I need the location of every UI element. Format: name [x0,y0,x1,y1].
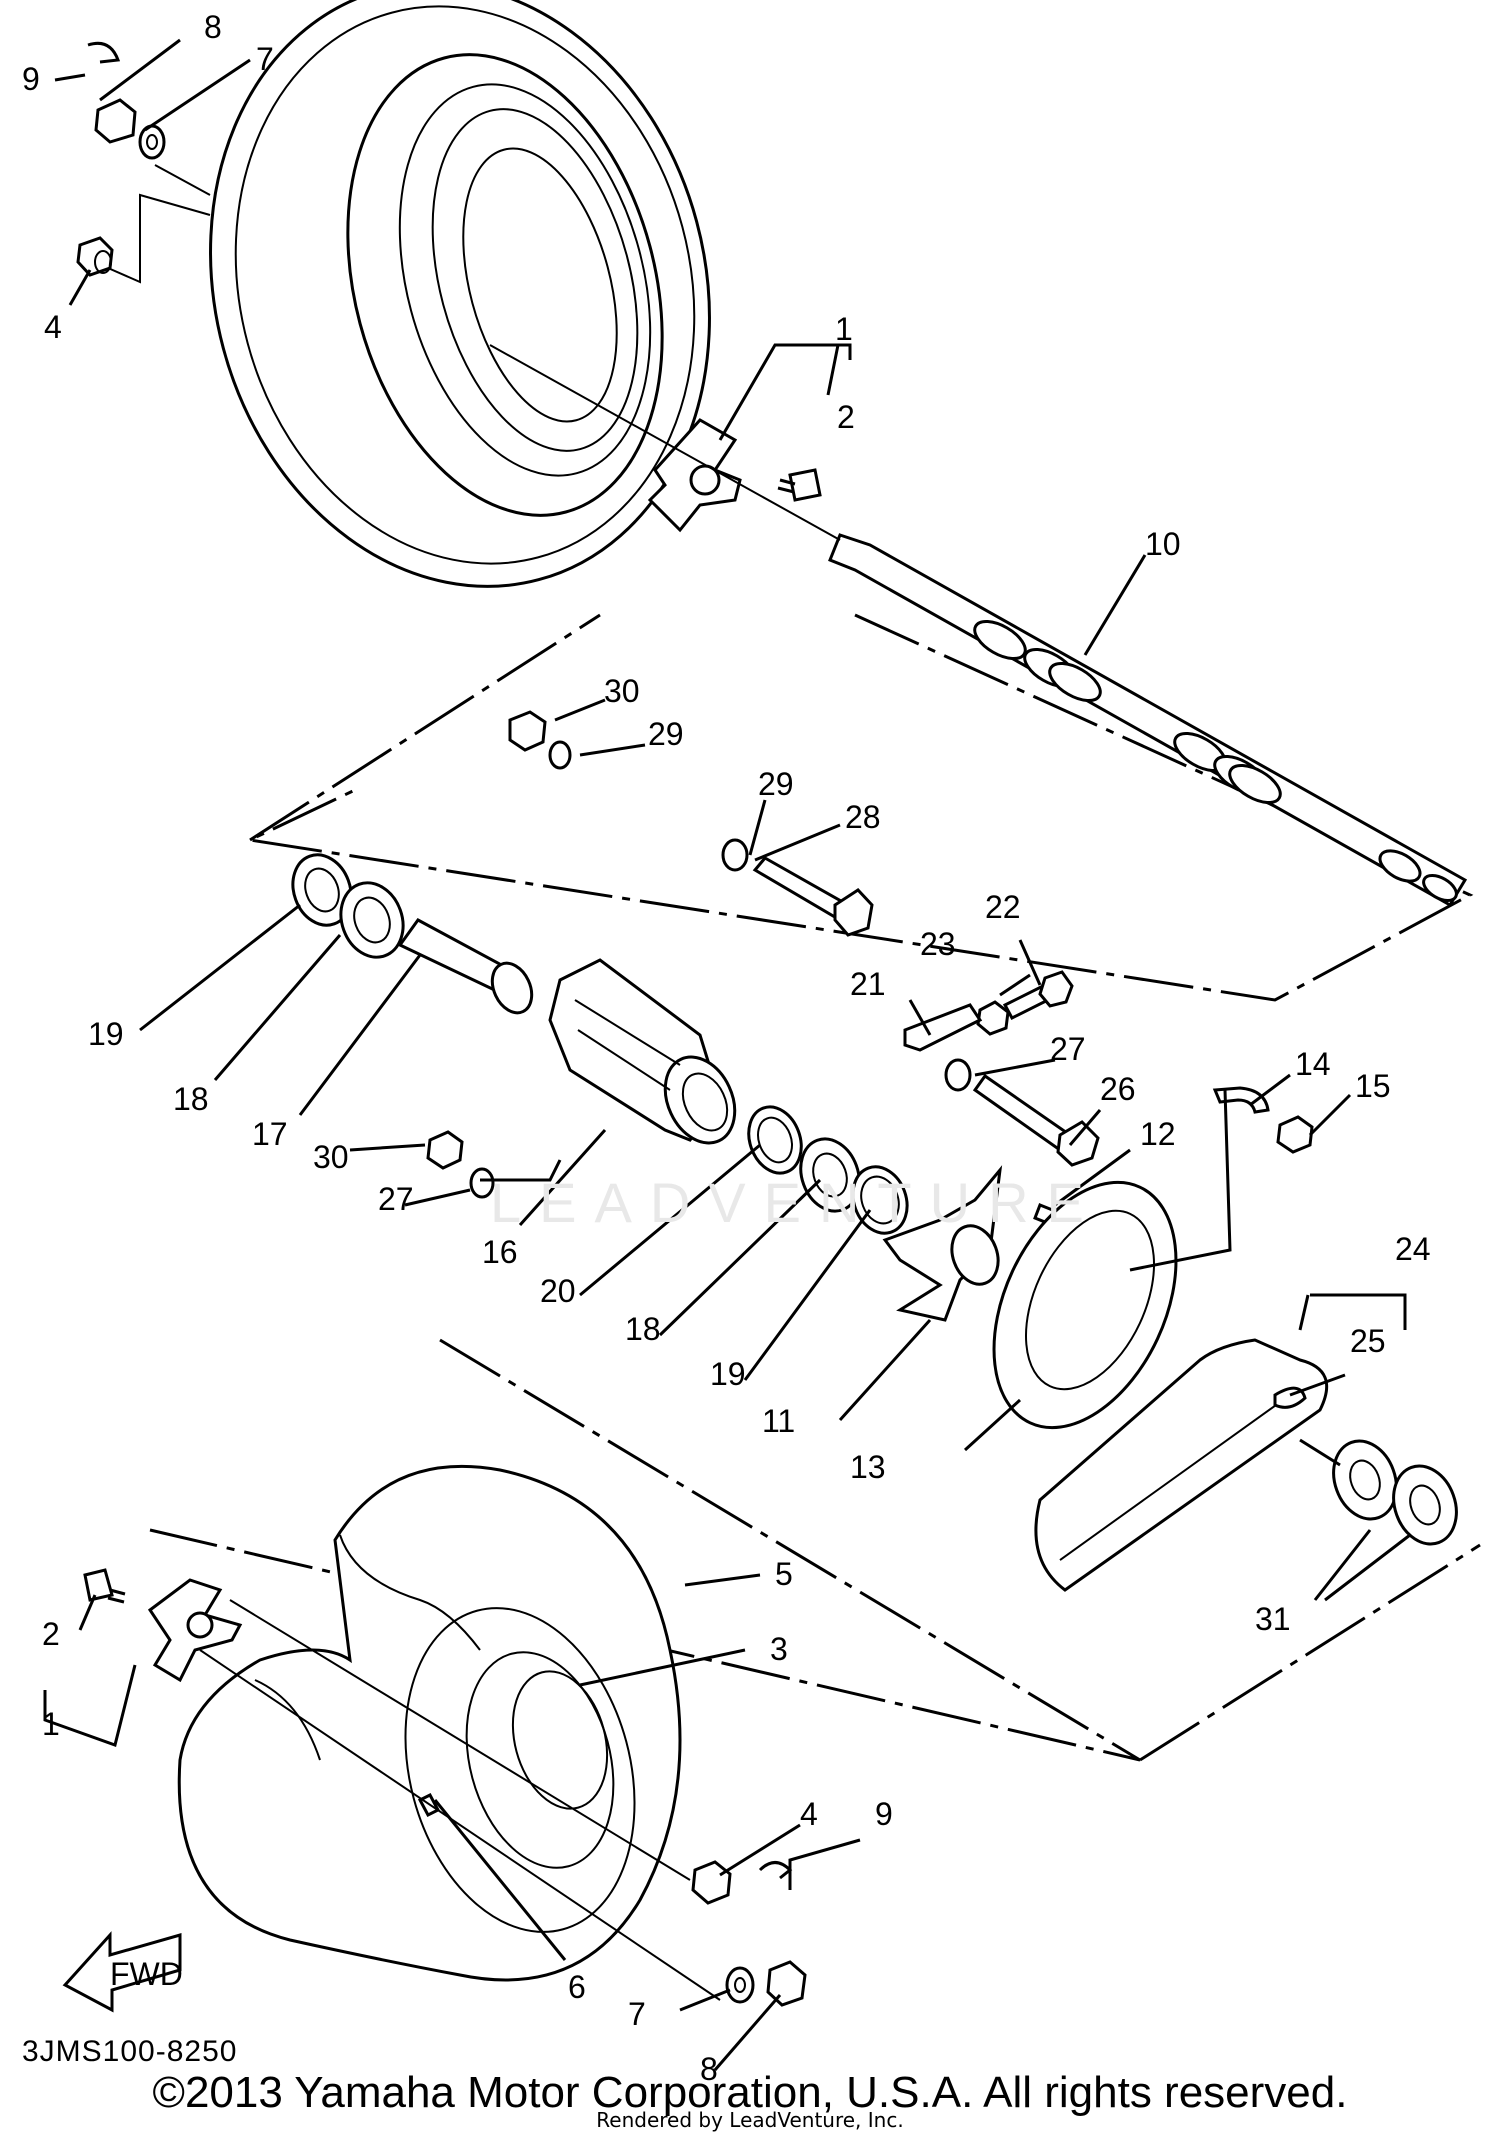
callout-8: 8 [204,9,222,45]
nut-15 [1276,1115,1314,1154]
callout-8: 8 [700,2051,718,2087]
callout-27: 27 [1050,1031,1086,1067]
bearing-18-right [799,1137,861,1213]
nut-30-upper [508,710,547,752]
watermark: LEADVENTURE [490,1171,1102,1234]
callout-21: 21 [850,966,886,1002]
washer-upper [138,124,166,160]
drive-chain-24 [1034,1338,1329,1592]
callout-numbers: 9 8 7 4 1 2 10 30 29 29 28 22 23 21 27 2… [22,9,1431,2087]
bolt-22 [1002,970,1074,1020]
fwd-arrow: FWD [62,1931,183,2013]
axis-line-lower-2 [199,1649,721,2001]
callout-4: 4 [800,1796,818,1832]
callout-23: 23 [920,926,956,962]
callout-4: 4 [44,309,62,345]
sprocket-hub-11 [882,1165,1003,1322]
callout-5: 5 [775,1556,793,1592]
callout-3: 3 [770,1631,788,1667]
callout-6: 6 [568,1969,586,2005]
callout-25: 25 [1350,1323,1386,1359]
washer-lower [725,1966,755,2004]
rear-wheel-upper [209,0,711,588]
callout-27: 27 [378,1181,414,1217]
callout-1: 1 [835,311,853,347]
washer-29-upper [548,740,572,770]
callout-2: 2 [837,399,855,435]
callout-30: 30 [604,673,640,709]
bearing-housing-16 [548,958,737,1145]
axis-line-lower-1 [229,1599,691,1881]
bearing-19-left [291,853,353,927]
washer-27-right [944,1058,972,1092]
rear-axle [828,533,1468,908]
part-code: 3JMS100-8250 [22,2035,238,2068]
washer-29-lower [721,838,749,872]
wheel-hub-lower [147,1578,243,1683]
callout-22: 22 [985,889,1021,925]
callout-29: 29 [758,766,794,802]
nut-23 [976,1000,1010,1036]
collar-17 [397,918,534,1015]
callout-16: 16 [482,1234,518,1270]
castle-nut-lower [766,1960,807,2007]
callout-11: 11 [762,1403,795,1439]
clip-14 [1212,1086,1270,1114]
hub-bolt-lower [83,1568,126,1604]
copyright-notice: ©2013 Yamaha Motor Corporation, U.S.A. A… [152,2068,1348,2117]
callout-7: 7 [628,1996,646,2032]
callout-7: 7 [256,41,274,77]
callout-24: 24 [1395,1231,1431,1267]
castle-nut-upper [94,98,137,144]
leader-lines [43,38,1411,2071]
hub-bolt-upper [777,468,822,502]
callout-14: 14 [1295,1046,1331,1082]
rear-wheel-lower [177,1464,682,1982]
callout-13: 13 [850,1449,886,1485]
callout-1: 1 [42,1706,60,1742]
callout-31: 31 [1255,1601,1291,1637]
callout-26: 26 [1100,1071,1136,1107]
nut-30-lower [426,1130,464,1170]
rendered-by-credit: Rendered by LeadVenture, Inc. [596,2108,904,2132]
bolt-28 [752,856,874,937]
axis-line-upper [489,344,841,541]
bearing-18-left [339,881,405,959]
bushing-31-left [1332,1439,1398,1521]
callout-17: 17 [252,1116,288,1152]
leader-upper-wheel [107,164,211,284]
cotter-pin-upper [87,41,121,64]
sprocket-13 [992,1180,1178,1430]
callout-18: 18 [173,1081,209,1117]
callout-19: 19 [88,1016,124,1052]
bolt-26 [972,1073,1100,1167]
fwd-label: FWD [110,1956,183,1992]
callout-29: 29 [648,716,684,752]
callout-9: 9 [875,1796,893,1832]
callout-10: 10 [1145,526,1181,562]
callout-2: 2 [42,1616,60,1652]
callout-28: 28 [845,799,881,835]
callout-18: 18 [625,1311,661,1347]
callout-15: 15 [1355,1068,1391,1104]
callout-20: 20 [540,1273,576,1309]
flange-nut-upper [76,236,114,277]
callout-19: 19 [710,1356,746,1392]
bracket-21 [903,1003,983,1052]
callout-30: 30 [313,1139,349,1175]
flange-nut-lower [691,1860,732,1905]
washer-27-left [469,1167,495,1199]
bushing-31-right [1392,1464,1458,1546]
callout-9: 9 [22,61,40,97]
cotter-pin-lower [758,1861,793,1880]
callout-12: 12 [1140,1116,1176,1152]
